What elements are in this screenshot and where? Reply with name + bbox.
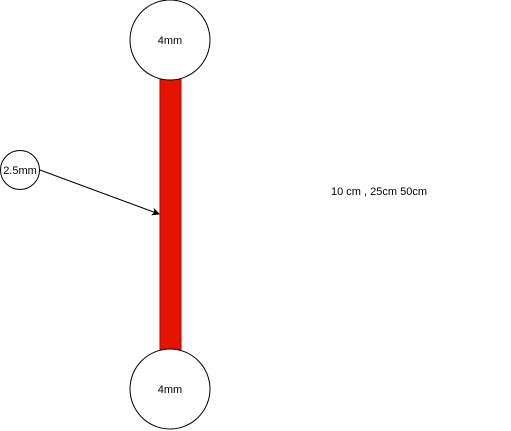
side-node-circle <box>0 150 40 190</box>
size-note: 10 cm , 25cm 50cm <box>331 186 427 198</box>
pointer-arrow[interactable] <box>39 169 160 216</box>
bottom-node-circle <box>129 348 211 430</box>
top-node[interactable]: 4mm <box>129 0 211 81</box>
top-node-circle <box>129 0 211 81</box>
side-node[interactable]: 2.5mm <box>0 150 40 190</box>
bottom-node[interactable]: 4mm <box>129 348 211 430</box>
rod[interactable] <box>159 76 182 355</box>
top-node-label: 4mm <box>158 35 182 47</box>
side-node-label: 2.5mm <box>3 165 37 177</box>
bottom-node-label: 4mm <box>158 384 182 396</box>
